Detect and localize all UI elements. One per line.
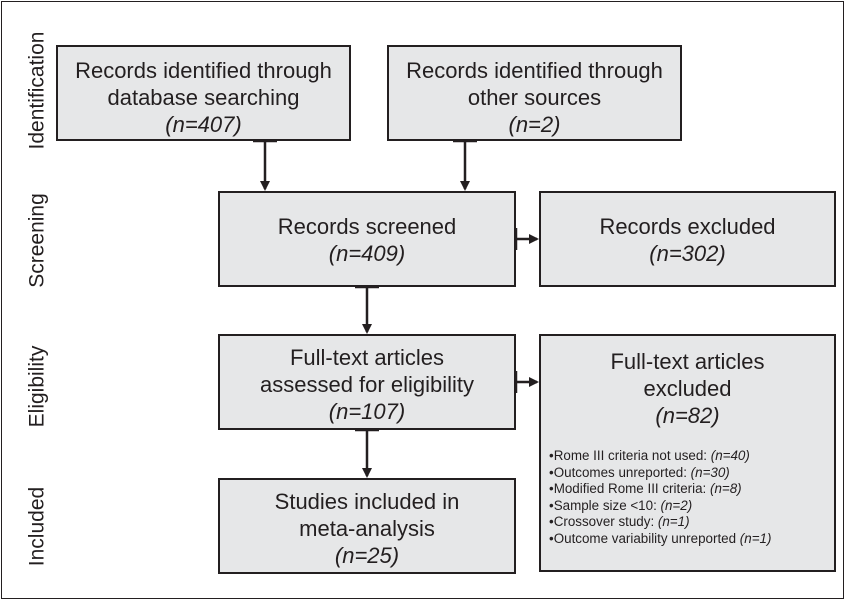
box-database-records: Records identified through database sear… (56, 45, 351, 141)
box-database-count: (n=407) (165, 112, 242, 137)
box-other-line1: Records identified through (406, 58, 663, 83)
box-other-sources: Records identified through other sources… (387, 45, 682, 141)
exclusion-reason: Sample size <10: (n=2) (549, 498, 771, 515)
exclusion-reasons-list: Rome III criteria not used: (n=40) Outco… (549, 448, 772, 548)
exclusion-reason: Crossover study: (n=1) (549, 514, 771, 531)
box-fulltext-excluded-line1: Full-text articles (610, 349, 765, 374)
box-included-line2: meta-analysis (299, 516, 435, 541)
box-included-line1: Studies included in (274, 489, 460, 514)
box-other-line2: other sources (467, 85, 602, 110)
box-fulltext-excluded-count: (n=82) (655, 403, 720, 428)
box-excluded-line1: Records excluded (599, 214, 776, 239)
box-records-excluded: Records excluded (n=302) (539, 191, 836, 287)
box-database-line1: Records identified through (75, 58, 332, 83)
box-screened-count: (n=409) (328, 241, 406, 266)
box-excluded-count: (n=302) (649, 241, 726, 266)
box-included-count: (n=25) (334, 543, 400, 568)
box-fulltext-assessed: Full-text articles assessed for eligibil… (218, 334, 516, 430)
box-fulltext-excluded-line2: excluded (643, 376, 732, 401)
box-studies-included: Studies included in meta-analysis (n=25) (218, 478, 516, 574)
exclusion-reason: Modified Rome III criteria: (n=8) (549, 481, 771, 498)
exclusion-reason: Rome III criteria not used: (n=40) (549, 448, 771, 465)
box-fulltext-excluded: Full-text articles excluded (n=82) Rome … (539, 334, 836, 572)
box-other-count: (n=2) (508, 112, 561, 137)
box-fulltext-line1: Full-text articles (289, 345, 445, 370)
exclusion-reason: Outcomes unreported: (n=30) (549, 465, 771, 482)
box-fulltext-line2: assessed for eligibility (260, 372, 474, 397)
box-fulltext-count: (n=107) (328, 399, 406, 424)
box-screened-line1: Records screened (277, 214, 457, 239)
box-database-line2: database searching (107, 85, 300, 110)
exclusion-reason: Outcome variability unreported (n=1) (549, 531, 772, 548)
